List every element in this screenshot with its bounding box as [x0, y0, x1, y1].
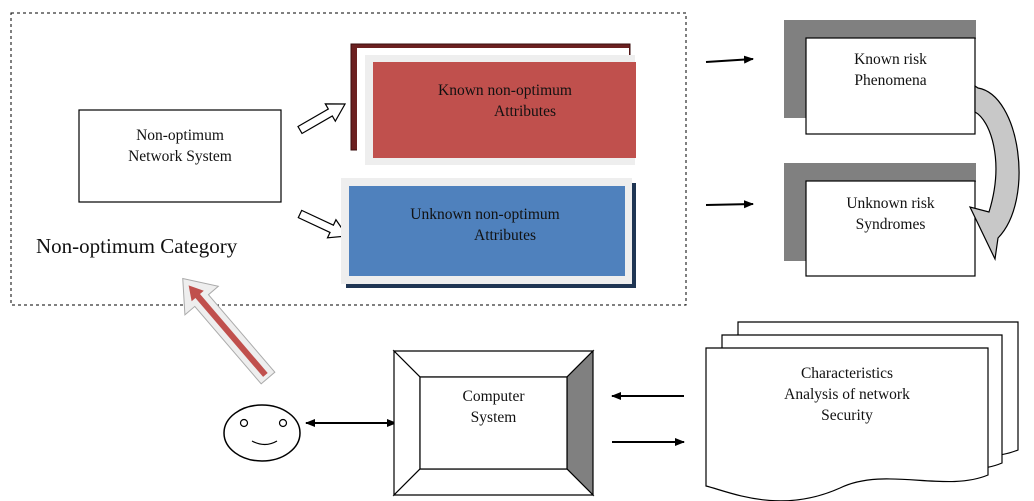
characteristics-document-stack: [705, 321, 1019, 501]
hollow-arrow-to-known: [297, 103, 347, 135]
unknown-risk-label: Unknown risk Syndromes: [846, 195, 935, 233]
unknown-attributes-box: [349, 186, 625, 276]
known-attributes-box: [373, 62, 636, 158]
computer-system-label: Computer System: [462, 388, 525, 426]
red-arrow-to-category: [182, 277, 276, 385]
arrow-to-unknown-risk: [705, 200, 754, 209]
network-system-box: [78, 109, 282, 203]
unknown-attributes-label: Unknown non-optimum Attributes: [410, 206, 560, 244]
known-attributes-label: Known non-optimum Attributes: [438, 82, 572, 120]
network-system-label: Non-optimum Network System: [128, 127, 232, 165]
known-risk-shadow-top: [784, 20, 976, 39]
known-risk-label: Known risk Phenomena: [854, 51, 927, 89]
arrow-to-known-risk: [705, 55, 754, 64]
non-optimum-category-region: [10, 12, 687, 306]
unknown-risk-shadow: [784, 163, 807, 261]
unknown-risk-shadow-top: [784, 163, 976, 182]
known-risk-shadow: [784, 20, 807, 118]
hollow-arrow-to-unknown: [297, 209, 349, 239]
curved-feedback-arrow: [968, 84, 1020, 262]
non-optimum-category-label: Non-optimum Category: [36, 234, 238, 258]
unknown-risk-box: [805, 180, 976, 277]
computer-system-frame: [392, 349, 595, 497]
characteristics-label: Characteristics Analysis of network Secu…: [784, 365, 910, 424]
user-smiley-icon: [223, 404, 301, 462]
known-risk-box: [805, 37, 976, 135]
